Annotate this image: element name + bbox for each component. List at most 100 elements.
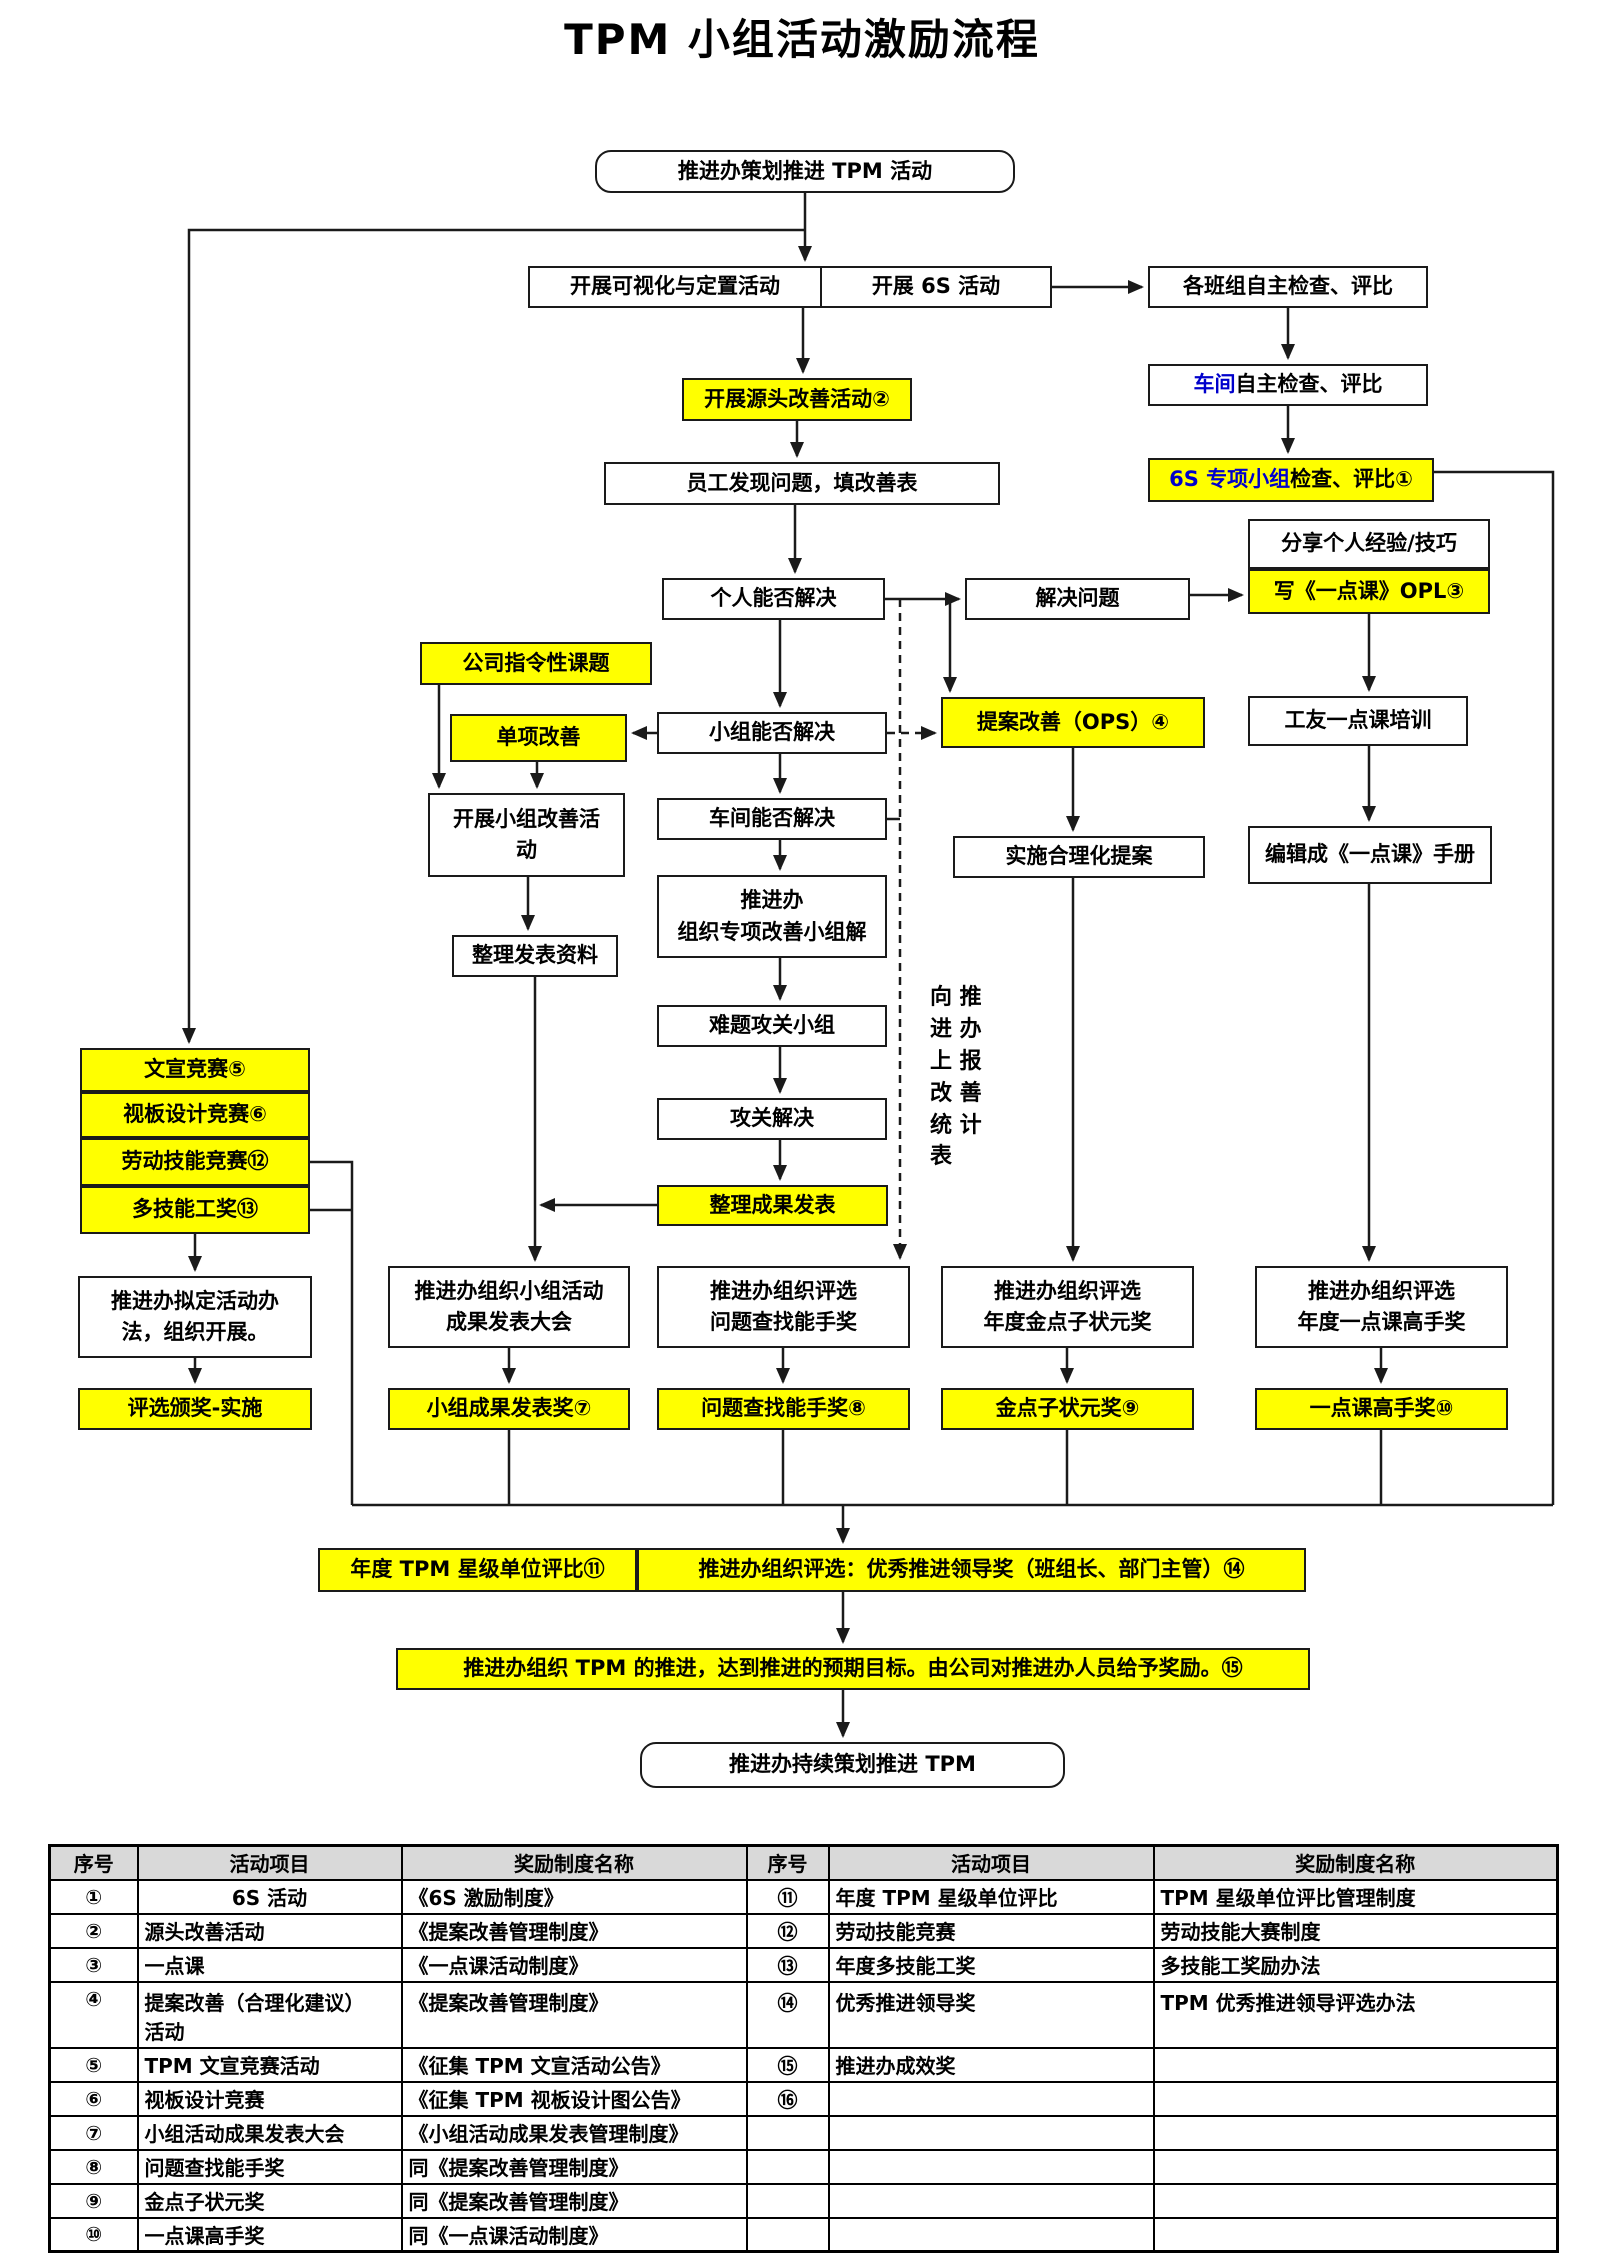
table-cell [745, 2216, 830, 2253]
table-cell: ⑨ [48, 2182, 139, 2219]
table-header-cell: 奖励制度名称 [400, 1844, 748, 1881]
flow-node-text: 车间 [1193, 372, 1236, 397]
flow-node-select-opl-master-award: 推进办组织评选 年度一点课高手奖 [1255, 1266, 1508, 1348]
flow-node-difficult-problem-team: 难题攻关小组 [657, 1005, 887, 1047]
table-cell: TPM 优秀推进领导评选办法 [1152, 1980, 1559, 2049]
table-cell: ① [48, 1878, 139, 1915]
table-cell: 推进办成效奖 [827, 2046, 1155, 2083]
flow-node-promotion-office-special-group: 推进办 组织专项改善小组解 [657, 875, 887, 958]
table-cell: 《提案改善管理制度》 [400, 1980, 748, 2049]
flow-node-select-award-implement: 评选颁奖-实施 [78, 1388, 312, 1430]
table-cell [745, 2148, 830, 2185]
flow-node-visualization-fixed-position: 开展可视化与定置活动 [528, 266, 822, 308]
flow-node-solve-problem: 解决问题 [965, 578, 1190, 620]
flow-node-source-improvement: 开展源头改善活动② [682, 378, 912, 421]
table-cell: TPM 文宣竞赛活动 [136, 2046, 403, 2083]
table-cell: ⑭ [745, 1980, 830, 2049]
flow-node-workshop-self-check: 车间自主检查、评比 [1148, 364, 1428, 406]
table-cell: 劳动技能大赛制度 [1152, 1912, 1559, 1949]
flow-node-6s-activity: 开展 6S 活动 [820, 266, 1052, 308]
table-header-cell: 奖励制度名称 [1152, 1844, 1559, 1881]
table-cell: 一点课 [136, 1946, 403, 1983]
flow-node-company-directive-topic: 公司指令性课题 [420, 642, 652, 685]
table-cell: 一点课高手奖 [136, 2216, 403, 2253]
flow-node-share-personal-experience: 分享个人经验/技巧 [1248, 519, 1490, 569]
table-cell: ⑪ [745, 1878, 830, 1915]
flow-node-write-opl: 写《一点课》OPL③ [1248, 569, 1490, 614]
flow-node-publicity-contest: 文宣竞赛⑤ [80, 1048, 310, 1092]
flow-node-plan-promote-tpm: 推进办策划推进 TPM 活动 [595, 150, 1015, 193]
flow-node-select-problem-finding-award: 推进办组织评选 问题查找能手奖 [657, 1266, 910, 1348]
page-title: TPM 小组活动激励流程 [564, 15, 1040, 64]
table-cell: 《小组活动成果发表管理制度》 [400, 2114, 748, 2151]
table-cell: 《6S 激励制度》 [400, 1878, 748, 1915]
table-header-cell: 序号 [48, 1844, 139, 1881]
table-cell: 小组活动成果发表大会 [136, 2114, 403, 2151]
table-cell: 视板设计竞赛 [136, 2080, 403, 2117]
flow-node-individual-can-solve: 个人能否解决 [662, 578, 885, 620]
flow-node-results-presentation-conference: 推进办组织小组活动 成果发表大会 [388, 1266, 630, 1348]
table-cell: ⑮ [745, 2046, 830, 2083]
flow-node-board-design-contest: 视板设计竞赛⑥ [80, 1092, 310, 1138]
flow-node-6s-special-group-check: 6S 专项小组检查、评比① [1148, 458, 1434, 502]
flow-node-proposal-improvement-ops: 提案改善（OPS）④ [941, 697, 1205, 748]
table-cell: 6S 活动 [136, 1878, 403, 1915]
table-cell: ⑧ [48, 2148, 139, 2185]
table-cell: ⑩ [48, 2216, 139, 2253]
flow-node-organize-presentation-materials: 整理发表资料 [452, 935, 618, 977]
flow-node-multi-skill-award: 多技能工奖⑬ [80, 1186, 310, 1234]
flow-node-employee-find-problem: 员工发现问题，填改善表 [604, 462, 1000, 505]
flow-node-draft-activity-measures: 推进办拟定活动办 法，组织开展。 [78, 1276, 312, 1358]
table-header-cell: 活动项目 [827, 1844, 1155, 1881]
table-cell [827, 2182, 1155, 2219]
flow-node-annual-star-unit-appraisal: 年度 TPM 星级单位评比⑪ [318, 1548, 637, 1592]
flow-node-group-can-solve: 小组能否解决 [657, 712, 887, 754]
table-cell: ⑯ [745, 2080, 830, 2117]
connector-labor-skill-merge [310, 1160, 354, 1505]
table-cell [1152, 2046, 1559, 2083]
flow-node-organize-results-presentation: 整理成果发表 [657, 1185, 888, 1226]
table-cell [1152, 2182, 1559, 2219]
table-cell: 优秀推进领导奖 [827, 1980, 1155, 2049]
table-cell [827, 2148, 1155, 2185]
flow-node-select-golden-idea-award: 推进办组织评选 年度金点子状元奖 [941, 1266, 1194, 1348]
table-cell: 同《提案改善管理制度》 [400, 2182, 748, 2219]
table-cell: 年度多技能工奖 [827, 1946, 1155, 1983]
table-cell: 《一点课活动制度》 [400, 1946, 748, 1983]
table-cell [745, 2114, 830, 2151]
flow-node-implement-rationalization-proposal: 实施合理化提案 [953, 836, 1205, 878]
table-cell: ⑤ [48, 2046, 139, 2083]
flow-node-golden-idea-award: 金点子状元奖⑨ [941, 1388, 1194, 1430]
connector-6s-group-right-loop [1434, 470, 1555, 1505]
table-cell: 提案改善（合理化建议） 活动 [136, 1980, 403, 2049]
flow-node-compile-opl-manual: 编辑成《一点课》手册 [1248, 826, 1492, 884]
table-cell: ② [48, 1912, 139, 1949]
table-cell [827, 2114, 1155, 2151]
flow-node-team-self-check: 各班组自主检查、评比 [1148, 266, 1428, 308]
flow-node-tpm-target-reward: 推进办组织 TPM 的推进，达到推进的预期目标。由公司对推进办人员给予奖励。⑮ [396, 1648, 1310, 1690]
table-cell: ⑦ [48, 2114, 139, 2151]
flow-node-worker-opl-training: 工友一点课培训 [1248, 696, 1468, 746]
flow-node-text: 自主检查、评比 [1235, 372, 1383, 397]
table-cell: 同《一点课活动制度》 [400, 2216, 748, 2253]
table-header-cell: 活动项目 [136, 1844, 403, 1881]
table-cell: ⑫ [745, 1912, 830, 1949]
flow-node-labor-skill-contest: 劳动技能竞赛⑫ [80, 1138, 310, 1186]
flow-node-problem-finding-award: 问题查找能手奖⑧ [657, 1388, 910, 1430]
table-cell: 劳动技能竞赛 [827, 1912, 1155, 1949]
table-cell [827, 2080, 1155, 2117]
table-cell: ⑬ [745, 1946, 830, 1983]
table-cell: 《提案改善管理制度》 [400, 1912, 748, 1949]
table-cell: 《征集 TPM 文宣活动公告》 [400, 2046, 748, 2083]
table-cell [827, 2216, 1155, 2253]
